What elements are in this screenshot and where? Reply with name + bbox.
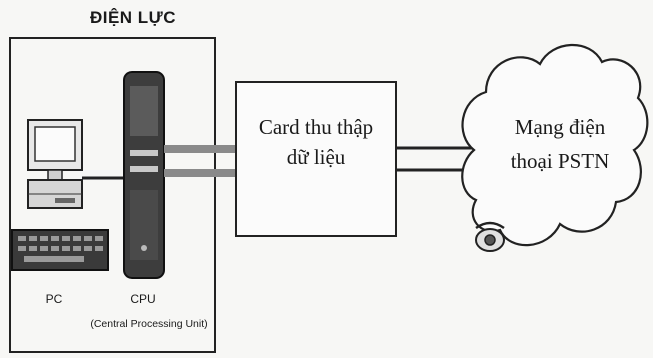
- pc-label: PC: [36, 292, 72, 306]
- network-label-line1: Mạng điện: [480, 110, 640, 144]
- network-label: Mạng điện thoại PSTN: [480, 110, 640, 178]
- card-label: Card thu thập dữ liệu: [236, 112, 396, 172]
- pc-computer-icon: [12, 120, 108, 270]
- card-label-line2: dữ liệu: [236, 142, 396, 172]
- cpu-tower-icon: [124, 72, 164, 278]
- network-label-line2: thoại PSTN: [480, 144, 640, 178]
- dien-luc-title: ĐIỆN LỰC: [38, 8, 228, 28]
- cpu-full-label: (Central Processing Unit): [74, 318, 224, 330]
- cpu-label: CPU: [118, 292, 168, 306]
- cpu-card-cables: [164, 145, 236, 177]
- card-network-lines: [396, 148, 472, 170]
- card-label-line1: Card thu thập: [236, 112, 396, 142]
